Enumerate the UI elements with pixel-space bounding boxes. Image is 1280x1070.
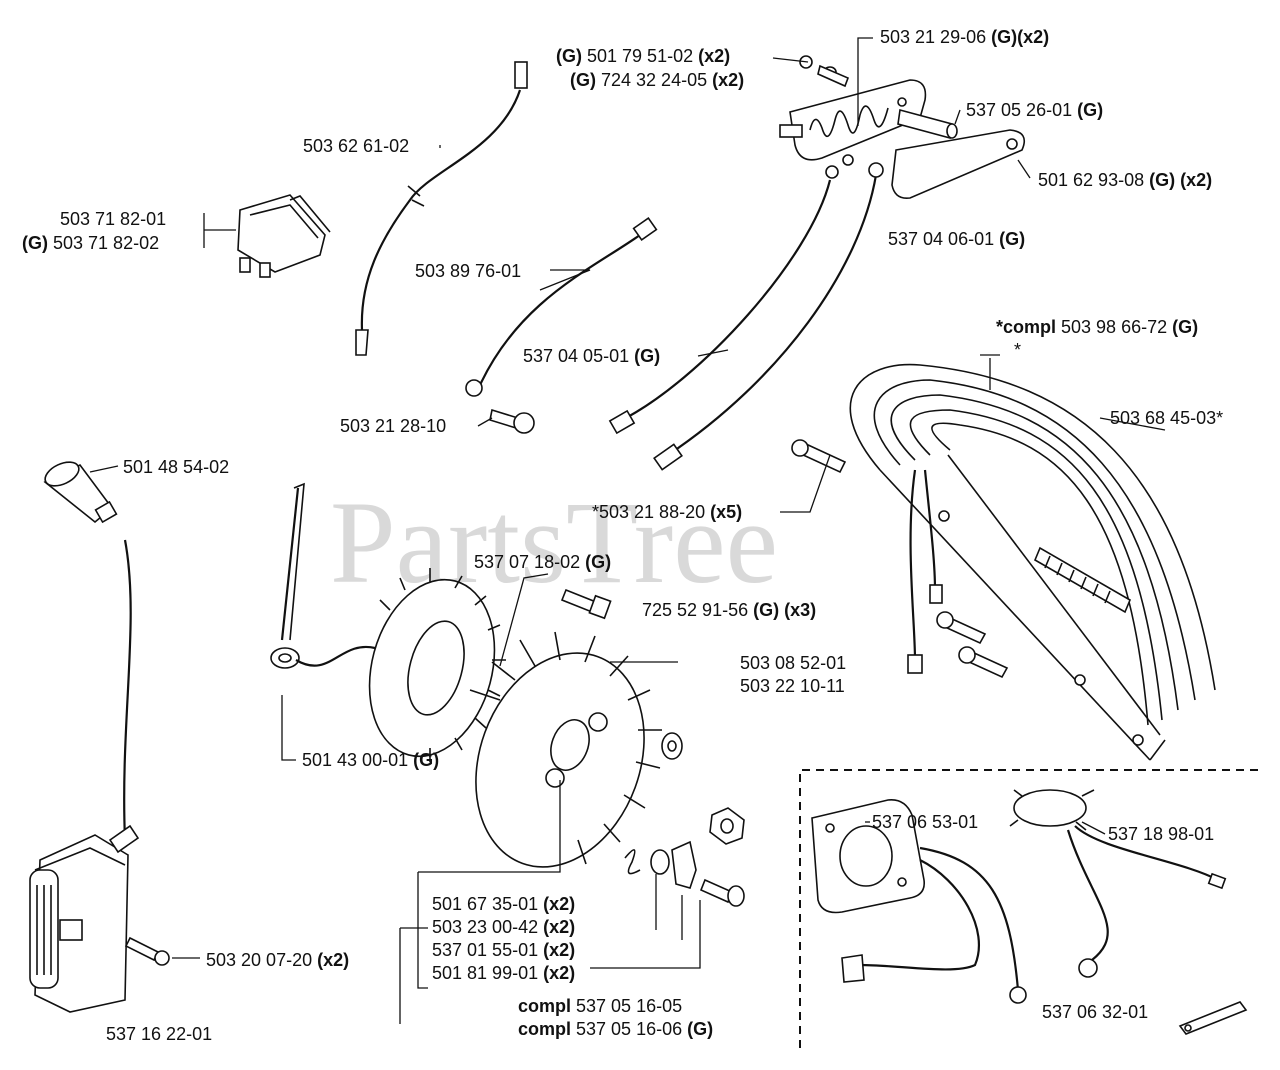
label-503-22-10-11: 503 22 10-11 [740, 676, 845, 696]
label-537-18-98-01: 537 18 98-01 [1108, 824, 1214, 844]
flywheel-bolt-part [560, 588, 612, 620]
label-501-43-00-01: 501 43 00-01 (G) [302, 750, 439, 770]
heater-wires-part [608, 162, 884, 471]
label-503-98-66-72: *compl 503 98 66-72 (G) [996, 317, 1198, 337]
label-537-05-16-06: compl 537 05 16-06 (G) [518, 1019, 713, 1039]
label-501-48-54-02: 501 48 54-02 [123, 457, 229, 477]
spacer-part [897, 108, 958, 140]
label-537-06-53-01: 537 06 53-01 [872, 812, 978, 832]
handle-bar-part [849, 363, 1216, 761]
label-501-81-99-01: 501 81 99-01 (x2) [432, 963, 575, 983]
carb-heater-gasket-part [811, 798, 1027, 1004]
label-503-89-76-01: 503 89 76-01 [415, 261, 521, 281]
label-503-08-52-01: 503 08 52-01 [740, 653, 846, 673]
label-503-23-00-42: 503 23 00-42 (x2) [432, 917, 575, 937]
label-537-05-26-01: 537 05 26-01 (G) [966, 100, 1103, 120]
screw-part [489, 408, 535, 434]
ignition-lead [123, 539, 132, 841]
label-503-20-07-20: 503 20 07-20 (x2) [206, 950, 349, 970]
starter-pawl-part [624, 840, 745, 907]
label-537-16-22-01: 537 16 22-01 [106, 1024, 212, 1044]
flywheel-part [469, 631, 662, 868]
heater-cover-part [842, 129, 1026, 200]
label-503-68-45-03: 503 68 45-03* [1110, 408, 1223, 428]
label-537-06-32-01: 537 06 32-01 [1042, 1002, 1148, 1022]
ignition-screw-part [124, 936, 170, 966]
label-503-21-29-06: 503 21 29-06 (G)(x2) [880, 27, 1049, 47]
part-labels: 503 21 29-06 (G)(x2) (G) 501 79 51-02 (x… [22, 27, 1223, 1044]
cable-clamp-part [1178, 1001, 1248, 1035]
label-503-21-28-10: 503 21 28-10 [340, 416, 446, 436]
stop-switch-part [237, 194, 331, 278]
spark-plug-cap-part [43, 461, 118, 524]
handle-screws-part [791, 439, 1009, 679]
switch-wire-part [355, 61, 528, 356]
label-537-04-06-01: 537 04 06-01 (G) [888, 229, 1025, 249]
label-asterisk: * [1014, 340, 1021, 360]
label-537-05-16-05: compl 537 05 16-05 [518, 996, 682, 1016]
label-503-71-82-02: (G) 503 71 82-02 [22, 233, 159, 253]
washer-nut-part [661, 732, 745, 845]
label-724-32-24-05: (G) 724 32 24-05 (x2) [570, 70, 744, 90]
label-503-71-82-01: 503 71 82-01 [60, 209, 166, 229]
ignition-module-part [29, 824, 140, 1013]
label-503-62-61-02: 503 62 61-02 [303, 136, 409, 156]
handle-heater-plate-part [779, 55, 927, 161]
label-537-07-18-02: 537 07 18-02 (G) [474, 552, 611, 572]
handle-wires-part [907, 469, 1132, 674]
ground-wire-part [465, 216, 658, 397]
heater-sensor-part [1009, 789, 1227, 978]
label-537-04-05-01: 537 04 05-01 (G) [523, 346, 660, 366]
label-537-01-55-01: 537 01 55-01 (x2) [432, 940, 575, 960]
generator-stator-part [270, 482, 506, 762]
label-725-52-91-56: 725 52 91-56 (G) (x3) [642, 600, 816, 620]
label-501-62-93-08: 501 62 93-08 (G) (x2) [1038, 170, 1212, 190]
leader-lines [89, 37, 1166, 1024]
label-501-67-35-01: 501 67 35-01 (x2) [432, 894, 575, 914]
label-503-21-88-20: *503 21 88-20 (x5) [592, 502, 742, 522]
label-501-79-51-02: (G) 501 79 51-02 (x2) [556, 46, 730, 66]
watermark: PartsTree [330, 477, 778, 608]
